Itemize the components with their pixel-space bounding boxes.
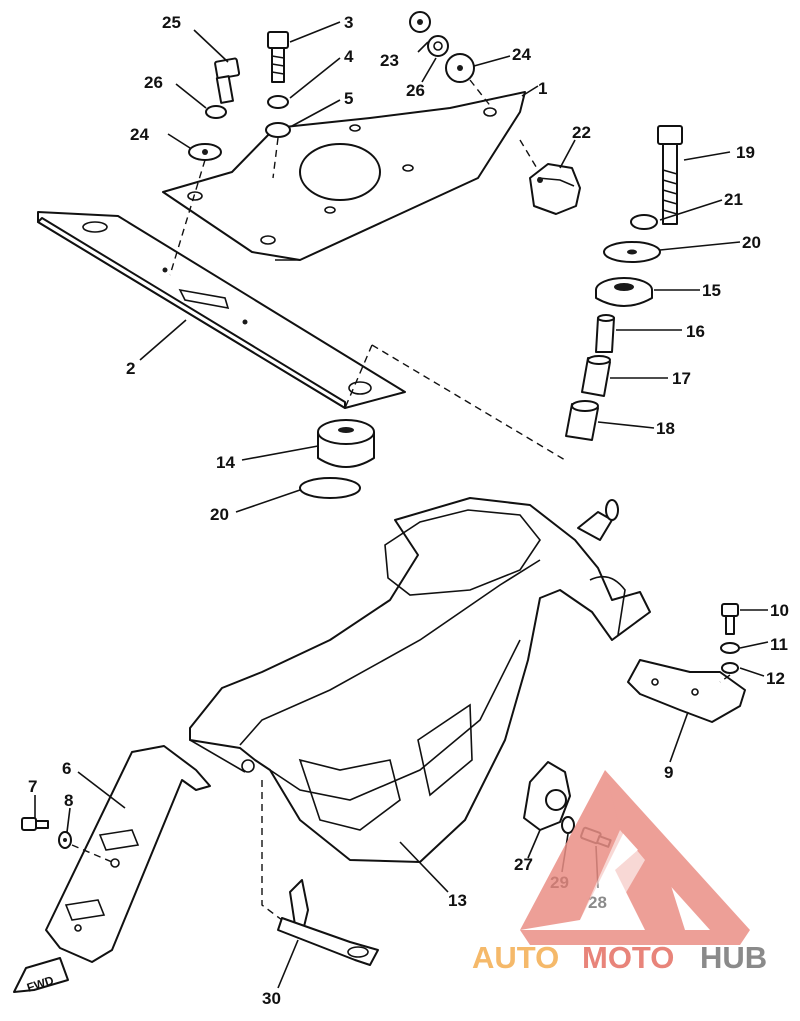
callout-labels: 25 3 4 5 26 24 23 26 24 1 22 19 21 20 15… [28, 13, 789, 1008]
forward-direction-arrow: FWD [13, 957, 69, 995]
washer-24-right [445, 53, 475, 83]
callout-17: 17 [672, 369, 691, 388]
callout-7: 7 [28, 777, 37, 796]
callout-15: 15 [702, 281, 721, 300]
part-30-clip [277, 879, 379, 966]
bolt-3 [267, 31, 289, 83]
callout-3: 3 [344, 13, 353, 32]
part-2-cross-rail [37, 211, 406, 409]
callout-5: 5 [344, 89, 353, 108]
part-22-rubber-mount [529, 163, 581, 215]
part-14-cushion [317, 419, 375, 468]
callout-1: 1 [538, 79, 547, 98]
part-13-engine-guard [189, 497, 651, 863]
automotohub-watermark: AUTO MOTO HUB [472, 770, 767, 975]
callout-24-left: 24 [130, 125, 149, 144]
callout-26-right: 26 [406, 81, 425, 100]
leader-lines [34, 21, 769, 989]
callout-13: 13 [448, 891, 467, 910]
callout-20-upper: 20 [742, 233, 761, 252]
callout-4: 4 [344, 47, 354, 66]
callout-2: 2 [126, 359, 135, 378]
part-1-mount-bracket [162, 91, 526, 261]
clamp-bolt [577, 499, 619, 541]
part-18-bushing [565, 400, 599, 441]
washer-8 [58, 831, 72, 849]
callout-30: 30 [262, 989, 281, 1008]
callout-6: 6 [62, 759, 71, 778]
screw-7 [21, 817, 49, 831]
callout-25: 25 [162, 13, 181, 32]
callout-24-right: 24 [512, 45, 531, 64]
callout-10: 10 [770, 601, 789, 620]
bolt-10 [721, 603, 739, 635]
callout-12: 12 [766, 669, 785, 688]
watermark-auto: AUTO [472, 940, 559, 975]
triangle-logo-icon [520, 770, 750, 945]
washer-26-right [427, 35, 449, 57]
washer-12 [721, 662, 739, 674]
nut-23 [409, 11, 431, 33]
callout-8: 8 [64, 791, 73, 810]
part-15-cushion [595, 277, 653, 307]
part-16-collar [595, 314, 615, 353]
washer-11 [720, 642, 740, 654]
washer-4 [267, 95, 289, 109]
callout-20-lower: 20 [210, 505, 229, 524]
part-9-bracket [627, 659, 746, 723]
callout-16: 16 [686, 322, 705, 341]
washer-29 [561, 816, 575, 834]
bolt-25 [214, 57, 241, 104]
washer-5 [265, 122, 291, 138]
callout-9: 9 [664, 763, 673, 782]
callout-14: 14 [216, 453, 235, 472]
assembly-line-22 [519, 139, 539, 171]
callout-18: 18 [656, 419, 675, 438]
assembly-line-top [469, 79, 493, 109]
washer-21 [630, 214, 658, 230]
callout-27: 27 [514, 855, 533, 874]
bolt-19 [657, 125, 683, 225]
part-17-bushing [581, 355, 611, 397]
callout-11: 11 [770, 635, 788, 654]
assembly-line-left [169, 159, 206, 276]
callout-26-left: 26 [144, 73, 163, 92]
callout-21: 21 [724, 190, 743, 209]
callout-22: 22 [572, 123, 591, 142]
assembly-line-right [371, 344, 566, 461]
callout-19: 19 [736, 143, 755, 162]
watermark-moto: MOTO [582, 940, 674, 975]
assembly-line-bolt3 [272, 137, 279, 179]
callout-23: 23 [380, 51, 399, 70]
part-6-side-bracket [45, 745, 211, 963]
part-27-bracket-plate [523, 761, 571, 831]
washer-20-lower [299, 477, 361, 499]
watermark-hub: HUB [700, 940, 767, 975]
washer-26-left [205, 105, 227, 119]
